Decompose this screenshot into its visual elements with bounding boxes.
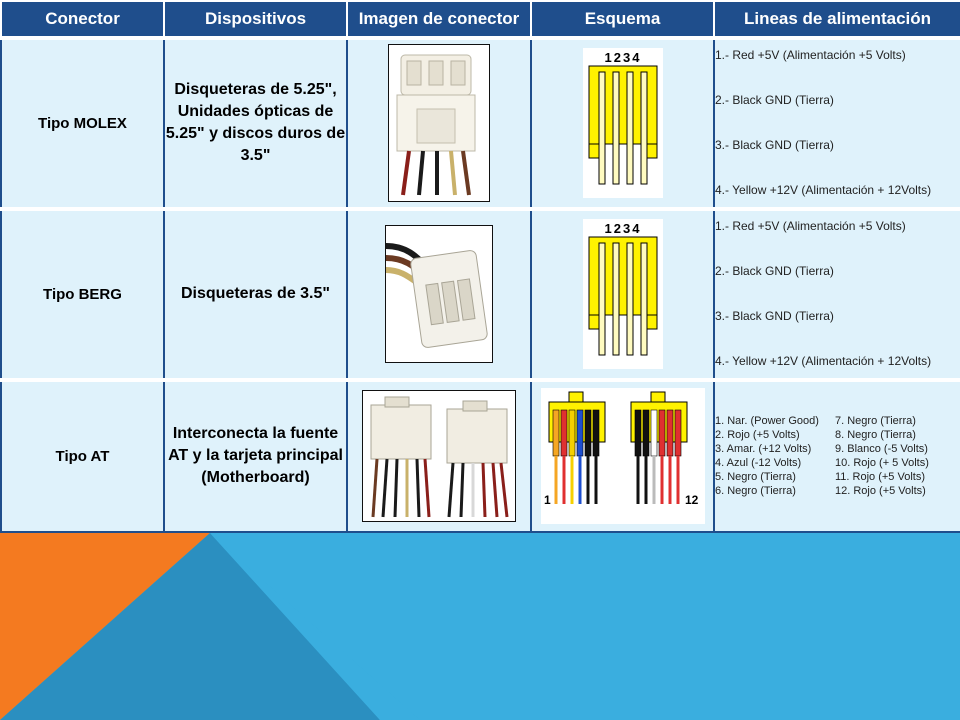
power-line: 8. Negro (Tierra) xyxy=(835,429,916,442)
connector-image-cell xyxy=(346,206,532,381)
connector-name: Tipo AT xyxy=(0,377,165,533)
power-line: 4.- Yellow +12V (Alimentación + 12Volts) xyxy=(715,182,932,197)
berg-pin-schema: 1234 xyxy=(582,219,663,370)
power-line: 3.- Black GND (Tierra) xyxy=(715,137,834,152)
power-line: 6. Negro (Tierra) xyxy=(715,485,796,498)
connector-image-cell xyxy=(346,36,532,210)
power-line: 3. Amar. (+12 Volts) xyxy=(715,443,812,456)
power-line: 9. Blanco (-5 Volts) xyxy=(835,443,928,456)
power-line: 4. Azul (-12 Volts) xyxy=(715,457,802,470)
power-line: 2. Rojo (+5 Volts) xyxy=(715,429,800,442)
dark-blue-triangle xyxy=(0,533,380,720)
berg-connector-image xyxy=(385,225,493,364)
power-line: 12. Rojo (+5 Volts) xyxy=(835,485,926,498)
header-imagen: Imagen de conector xyxy=(346,0,532,39)
table-header-row: Conector Dispositivos Imagen de conector… xyxy=(0,0,960,39)
header-dispositivos: Dispositivos xyxy=(163,0,348,39)
power-line: 5. Negro (Tierra) xyxy=(715,471,796,484)
power-lines-cell: 1.- Red +5V (Alimentación +5 Volts) 2.- … xyxy=(713,206,960,381)
devices-text: Interconecta la fuente AT y la tarjeta p… xyxy=(163,377,348,533)
table-row-molex: Tipo MOLEX Disqueteras de 5.25", Unidade… xyxy=(0,36,960,210)
header-esquema: Esquema xyxy=(530,0,715,39)
connectors-table: Conector Dispositivos Imagen de conector… xyxy=(0,0,960,533)
power-line: 1.- Red +5V (Alimentación +5 Volts) xyxy=(715,218,906,233)
molex-connector-image xyxy=(388,44,490,203)
at-pin-schema: 1 12 xyxy=(540,388,705,525)
schema-cell: 1234 xyxy=(530,206,715,381)
pin-numbers: 1234 xyxy=(604,221,641,236)
power-lines-cell: 1. Nar. (Power Good) 7. Negro (Tierra) 2… xyxy=(713,377,960,533)
power-line: 10. Rojo (+ 5 Volts) xyxy=(835,457,929,470)
power-line: 2.- Black GND (Tierra) xyxy=(715,92,834,107)
power-line: 2.- Black GND (Tierra) xyxy=(715,263,834,278)
power-line: 11. Rojo (+5 Volts) xyxy=(835,471,925,484)
devices-text: Disqueteras de 3.5" xyxy=(163,206,348,381)
power-line: 7. Negro (Tierra) xyxy=(835,415,916,428)
power-line: 1. Nar. (Power Good) xyxy=(715,415,819,428)
power-line: 3.- Black GND (Tierra) xyxy=(715,308,834,323)
table-row-at: Tipo AT Interconecta la fuente AT y la t… xyxy=(0,377,960,533)
at-connector-image xyxy=(362,390,516,523)
molex-pin-schema: 1234 xyxy=(582,48,663,199)
schema-cell: 1 12 xyxy=(530,377,715,533)
pin-end-label: 12 xyxy=(685,493,699,507)
pin-numbers: 1234 xyxy=(604,50,641,65)
power-lines-cell: 1.- Red +5V (Alimentación +5 Volts) 2.- … xyxy=(713,36,960,210)
header-conector: Conector xyxy=(0,0,165,39)
connector-name: Tipo BERG xyxy=(0,206,165,381)
connector-name: Tipo MOLEX xyxy=(0,36,165,210)
schema-cell: 1234 xyxy=(530,36,715,210)
power-line: 1.- Red +5V (Alimentación +5 Volts) xyxy=(715,47,906,62)
devices-text: Disqueteras de 5.25", Unidades ópticas d… xyxy=(163,36,348,210)
dark-blue-edge xyxy=(210,533,420,720)
connector-image-cell xyxy=(346,377,532,533)
header-lineas: Lineas de alimentación xyxy=(713,0,960,39)
power-line: 4.- Yellow +12V (Alimentación + 12Volts) xyxy=(715,353,932,368)
at-lines-grid: 1. Nar. (Power Good) 7. Negro (Tierra) 2… xyxy=(715,415,960,497)
pin-start-label: 1 xyxy=(544,493,551,507)
table-row-berg: Tipo BERG Disqueteras de 3.5" xyxy=(0,206,960,381)
